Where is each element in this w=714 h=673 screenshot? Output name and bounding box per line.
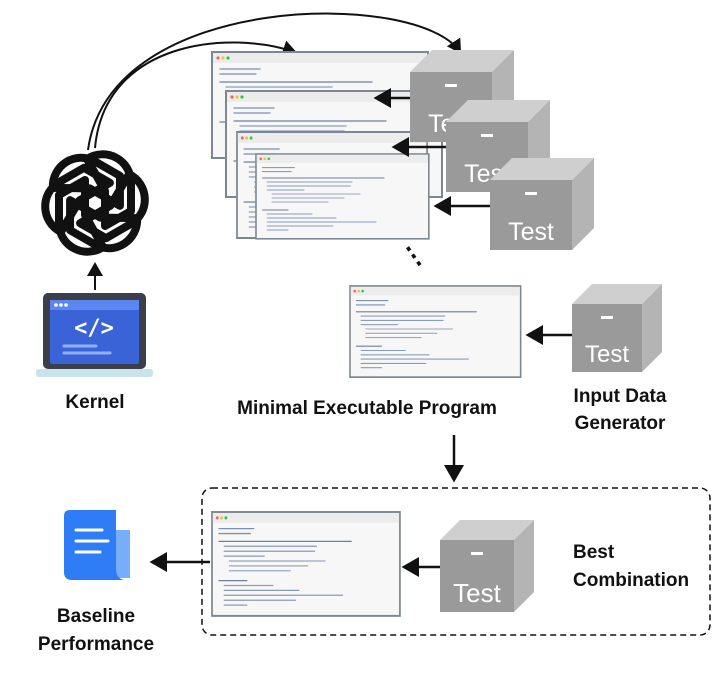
model-to-test-curve: [87, 12, 462, 151]
test-cube-generator: Test: [572, 284, 662, 372]
program-label: Minimal Executable Program: [237, 398, 497, 419]
generator-label-line1: Input Data: [574, 386, 667, 407]
ellipsis: ⋮: [394, 236, 433, 275]
model-to-program-curve: [94, 40, 297, 149]
generator-label-line2: Generator: [575, 413, 666, 434]
svg-text:</>: </>: [74, 316, 114, 341]
test-cube-best: Test: [440, 520, 534, 612]
kernel-label: Kernel: [65, 392, 124, 413]
code-window-generated: [349, 285, 522, 379]
best-label-line1: Best: [573, 542, 615, 563]
openai-logo-icon: [35, 147, 155, 258]
test-label: Test: [585, 341, 629, 368]
best-label-line2: Combination: [573, 570, 689, 591]
laptop-code-icon: </>: [36, 293, 153, 377]
baseline-label-line2: Performance: [38, 634, 154, 655]
test-label: Test: [508, 218, 554, 246]
code-window-best: [211, 511, 401, 617]
code-window-4: [255, 153, 430, 240]
test-cube-3: Test: [490, 158, 594, 250]
document-icon: [64, 510, 130, 580]
test-label: Test: [453, 578, 501, 608]
baseline-label-line1: Baseline: [57, 606, 135, 627]
